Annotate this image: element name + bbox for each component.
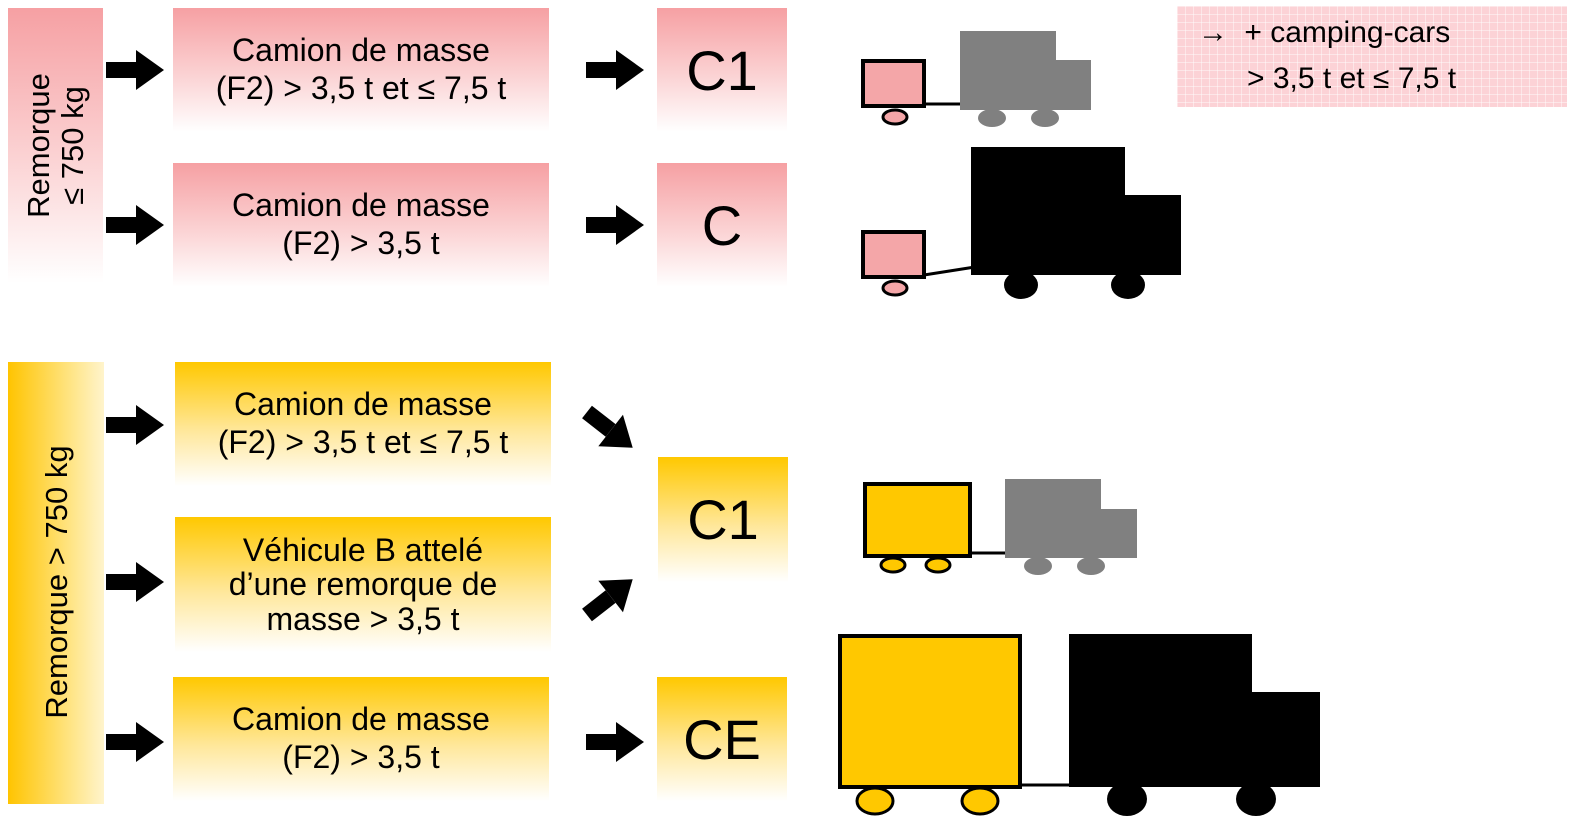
truck-ce-trailer-icon [838,634,1320,816]
arrow-right-icon [106,562,164,602]
bottom-side-bar [8,362,104,804]
bottom-c1-category-label: C1 [687,488,759,551]
bottom-row3-box: Camion de masse (F2) > 3,5 t [173,677,549,801]
top-row1-line1: Camion de masse [232,32,490,69]
arrow-diagonal-icon [574,563,646,631]
top-row1-category-label: C1 [686,38,758,102]
arrow-right-icon [106,405,164,445]
bottom-row2-box: Véhicule B attelé d’une remorque de mass… [175,517,551,652]
arrow-right-icon [106,722,164,762]
top-row2-category: C [657,163,787,287]
camping-cars-note: → + camping-cars > 3,5 t et ≤ 7,5 t [1177,6,1567,107]
bottom-row2-line3: masse > 3,5 t [266,600,460,637]
bottom-row3-line1: Camion de masse [232,701,490,738]
note-arrow-icon: → [1198,16,1228,49]
truck-c1-small-trailer-icon [861,31,1091,127]
top-side-bar [8,8,103,283]
top-row1-box: Camion de masse (F2) > 3,5 t et ≤ 7,5 t [173,8,549,132]
bottom-row1-line1: Camion de masse [234,386,492,423]
arrow-right-icon [586,722,644,762]
truck-c-small-trailer-icon [861,147,1181,299]
arrow-right-icon [106,50,164,90]
bottom-c1-category: C1 [658,457,788,582]
bottom-row1-box: Camion de masse (F2) > 3,5 t et ≤ 7,5 t [175,362,551,486]
arrow-right-icon [106,205,164,245]
bottom-row2-line1: Véhicule B attelé [242,531,484,568]
top-row1-line2: (F2) > 3,5 t et ≤ 7,5 t [215,70,507,106]
bottom-row2-line2: d’une remorque de [228,566,498,603]
top-row2-line1: Camion de masse [232,187,490,224]
note-line2: > 3,5 t et ≤ 7,5 t [1247,62,1457,95]
arrow-right-icon [586,50,644,90]
bottom-ce-category: CE [657,677,787,801]
note-line1: → + camping-cars [1198,15,1450,51]
bottom-ce-category-label: CE [683,707,761,771]
truck-c1-heavy-trailer-icon [863,479,1137,575]
bottom-row3-line2: (F2) > 3,5 t [282,739,440,775]
top-row2-category-label: C [701,193,743,257]
top-row1-category: C1 [657,8,787,132]
arrow-right-icon [586,205,644,245]
bottom-row1-line2: (F2) > 3,5 t et ≤ 7,5 t [217,424,509,460]
top-row2-line2: (F2) > 3,5 t [282,225,440,261]
top-row2-box: Camion de masse (F2) > 3,5 t [173,163,549,287]
note-text-1: + camping-cars [1244,16,1451,49]
arrow-diagonal-icon [574,396,646,464]
